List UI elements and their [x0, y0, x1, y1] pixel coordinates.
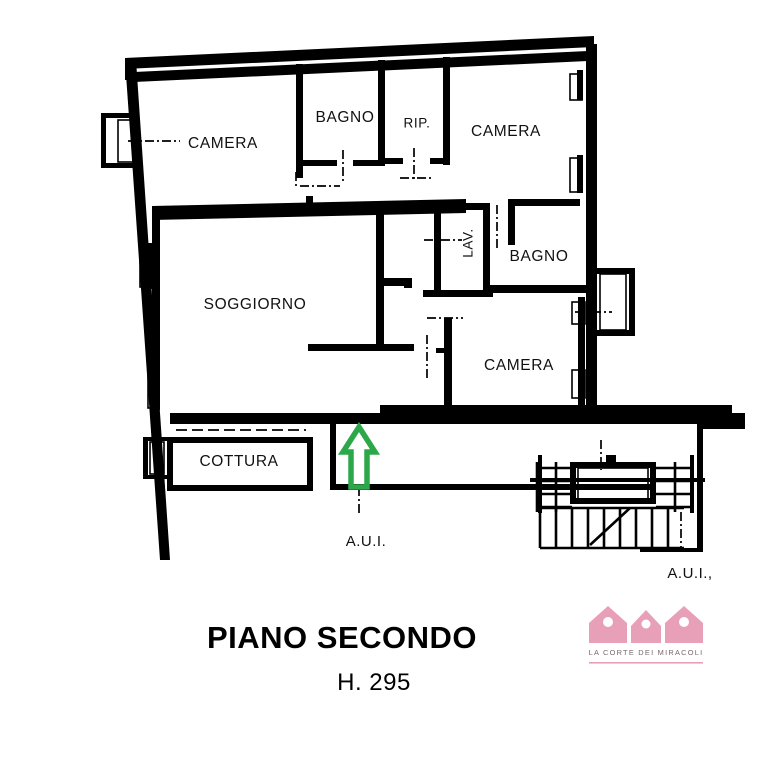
la-corte-dei-miracoli-logo: LA CORTE DEI MIRACOLI	[589, 606, 704, 664]
entry-corridor-walls	[330, 424, 652, 490]
camera-bottom-right-walls	[423, 290, 586, 417]
corridor-wall-bottom	[170, 405, 745, 424]
room-label-cottura: COTTURA	[199, 453, 278, 470]
room-label-bagno-right: BAGNO	[510, 248, 569, 265]
annotation-aui-center: A.U.I.	[346, 533, 387, 550]
page-subtitle: H. 295	[337, 669, 411, 696]
logo-wordmark: LA CORTE DEI MIRACOLI	[589, 648, 704, 657]
annotation-aui-right: A.U.I.,	[667, 565, 712, 582]
cottura-walls	[167, 429, 313, 491]
logo-underline	[589, 662, 703, 664]
balcony-left-lower	[143, 437, 167, 479]
balcony-left-upper	[101, 113, 180, 168]
corridor-wall-top	[152, 196, 466, 220]
room-label-camera-top-left: CAMERA	[188, 135, 258, 152]
room-label-soggiorno: SOGGIORNO	[204, 296, 307, 313]
right-outer-outline	[640, 424, 745, 552]
balcony-right	[575, 268, 635, 336]
stair-treads-right	[656, 462, 694, 512]
staircase-block	[530, 424, 705, 552]
logo-house-icon-3	[665, 606, 703, 643]
exterior-walls	[125, 36, 597, 560]
camera-top-right-openings	[569, 70, 583, 193]
logo-house-icon-2	[631, 610, 661, 643]
room-label-ripostiglio: RIP.	[404, 116, 431, 131]
top-row-partitions	[295, 57, 450, 187]
room-label-camera-top-right: CAMERA	[471, 123, 541, 140]
room-label-camera-bottom-right: CAMERA	[484, 357, 554, 374]
lav-bagno-block	[424, 199, 587, 297]
soggiorno-walls	[152, 213, 414, 403]
page-title: PIANO SECONDO	[207, 620, 477, 655]
logo-house-icon-1	[589, 606, 627, 643]
green-up-arrow	[337, 421, 381, 490]
window-left-soggiorno	[139, 243, 152, 289]
room-label-lavanderia: LAV.	[461, 228, 476, 257]
stair-flight-lower	[538, 506, 684, 550]
room-label-bagno-top: BAGNO	[316, 109, 375, 126]
